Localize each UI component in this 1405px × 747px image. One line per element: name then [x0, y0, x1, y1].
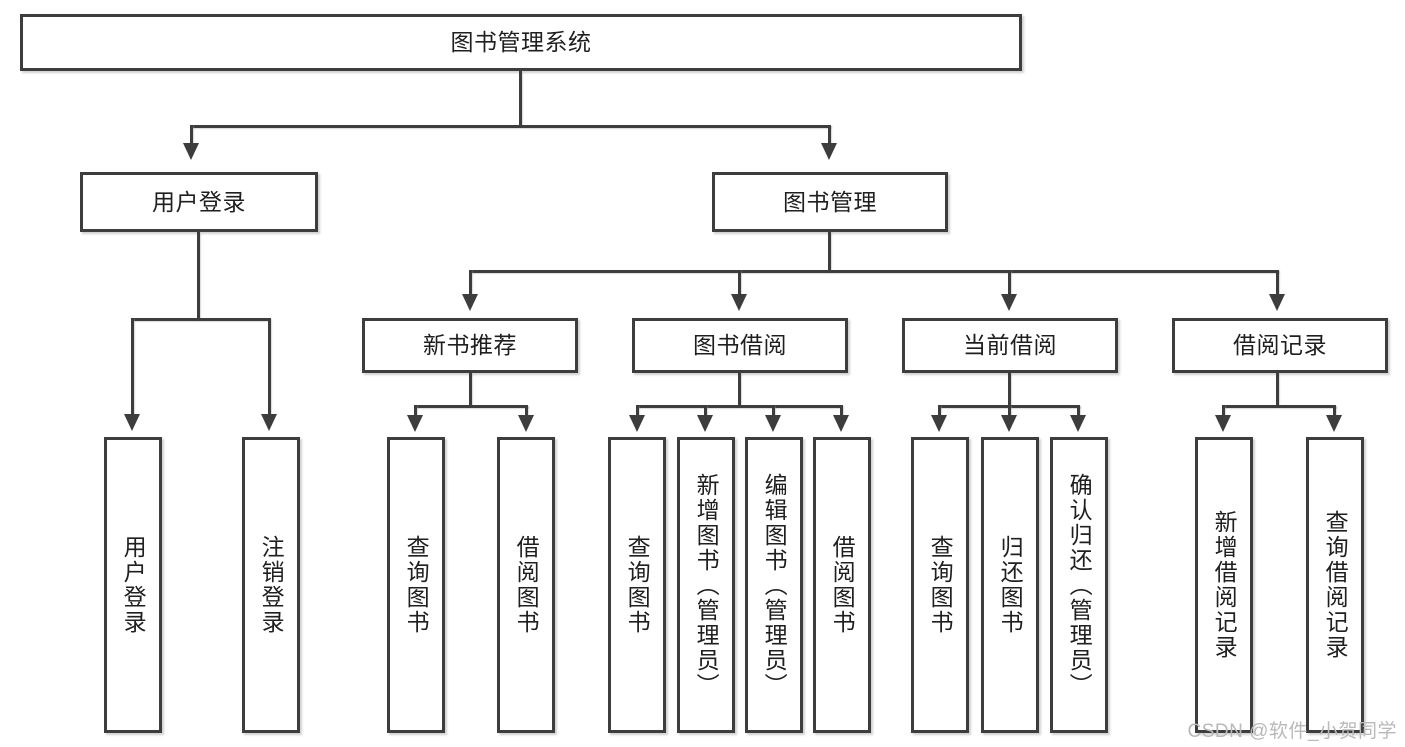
node-label: 借阅图书: [829, 535, 856, 635]
node-label: 图书借阅: [693, 332, 787, 359]
connector-newbook-drop-1: [525, 405, 528, 417]
arrowhead-leaf-return-book: [1001, 415, 1017, 432]
connector-currentborrow-stem: [1008, 373, 1011, 407]
arrowhead-book-manage: [821, 143, 837, 160]
connector-root-stem: [519, 71, 522, 127]
node-label: 新书推荐: [423, 332, 517, 359]
node-label: 当前借阅: [963, 332, 1057, 359]
connector-newbook-drop-0: [414, 405, 417, 417]
node-new-book-recommend[interactable]: 新书推荐: [362, 318, 578, 373]
leaf-add-borrow-record[interactable]: 新增借阅记录: [1195, 437, 1253, 733]
arrowhead-current-borrow: [1001, 294, 1017, 311]
arrowhead-leaf-user-login: [124, 414, 140, 431]
connector-bookborrow-drop-2: [772, 405, 775, 417]
connector-borrowrecord-stem: [1276, 373, 1279, 407]
connector-bookborrow-drop-1: [704, 405, 707, 417]
connector-root-bar: [190, 125, 831, 128]
connector-l3-drop-3: [1276, 270, 1279, 296]
arrowhead-leaf-query-book-3: [931, 415, 947, 432]
node-label: 图书管理: [783, 188, 877, 215]
node-label: 查询借阅记录: [1322, 510, 1349, 660]
connector-userlogin-drop-1: [268, 318, 271, 416]
connector-l3-drop-0: [469, 270, 472, 296]
node-label: 确认归还（管理员）: [1066, 472, 1093, 698]
leaf-user-login[interactable]: 用户登录: [104, 437, 162, 733]
node-label: 借阅记录: [1233, 332, 1327, 359]
connector-bookborrow-drop-0: [636, 405, 639, 417]
connector-userlogin-stem: [197, 232, 200, 320]
arrowhead-new-book: [462, 294, 478, 311]
connector-bookborrow-stem: [738, 373, 741, 407]
node-label: 图书管理系统: [450, 29, 592, 56]
connector-newbook-bar: [414, 405, 528, 408]
node-label: 归还图书: [997, 535, 1024, 635]
arrowhead-leaf-borrow-book-1: [518, 415, 534, 432]
node-label: 新增图书（管理员）: [693, 472, 720, 698]
connector-l3-drop-1: [738, 270, 741, 296]
node-current-borrow[interactable]: 当前借阅: [902, 318, 1118, 373]
leaf-borrow-book-newbook[interactable]: 借阅图书: [497, 437, 555, 733]
arrowhead-leaf-query-record: [1326, 415, 1342, 432]
node-label: 用户登录: [120, 535, 147, 635]
node-borrow-record[interactable]: 借阅记录: [1172, 318, 1388, 373]
connector-currentborrow-drop-1: [1008, 405, 1011, 417]
node-book-borrow[interactable]: 图书借阅: [632, 318, 848, 373]
connector-bookborrow-bar: [636, 405, 842, 408]
connector-bookmanage-bar: [469, 270, 1279, 273]
leaf-logout[interactable]: 注销登录: [242, 437, 300, 733]
leaf-edit-book-admin[interactable]: 编辑图书（管理员）: [745, 437, 803, 733]
arrowhead-user-login: [183, 143, 199, 160]
leaf-query-book-current[interactable]: 查询图书: [911, 437, 969, 733]
leaf-add-book-admin[interactable]: 新增图书（管理员）: [677, 437, 735, 733]
node-label: 用户登录: [152, 188, 246, 215]
node-label: 借阅图书: [513, 535, 540, 635]
connector-root-drop-left: [190, 125, 193, 145]
arrowhead-book-borrow: [731, 294, 747, 311]
arrowhead-leaf-logout: [261, 414, 277, 431]
arrowhead-leaf-add-book: [697, 415, 713, 432]
arrowhead-leaf-confirm-return: [1070, 415, 1086, 432]
node-label: 查询图书: [927, 535, 954, 635]
connector-root-drop-right: [828, 125, 831, 145]
arrowhead-leaf-query-book-2: [629, 415, 645, 432]
connector-borrowrecord-drop-0: [1222, 405, 1225, 417]
connector-bookborrow-drop-3: [840, 405, 843, 417]
connector-newbook-stem: [469, 373, 472, 407]
connector-userlogin-drop-0: [131, 318, 134, 416]
connector-l3-drop-2: [1008, 270, 1011, 296]
leaf-query-book-borrow[interactable]: 查询图书: [608, 437, 666, 733]
leaf-query-book-newbook[interactable]: 查询图书: [387, 437, 445, 733]
arrowhead-leaf-edit-book: [765, 415, 781, 432]
node-user-login[interactable]: 用户登录: [80, 172, 318, 232]
leaf-return-book[interactable]: 归还图书: [981, 437, 1039, 733]
leaf-query-borrow-record[interactable]: 查询借阅记录: [1306, 437, 1364, 733]
arrowhead-leaf-query-book-1: [407, 415, 423, 432]
leaf-confirm-return-admin[interactable]: 确认归还（管理员）: [1050, 437, 1108, 733]
node-label: 编辑图书（管理员）: [761, 472, 788, 698]
connector-borrowrecord-bar: [1222, 405, 1336, 408]
arrowhead-leaf-borrow-book-2: [833, 415, 849, 432]
connector-currentborrow-drop-0: [938, 405, 941, 417]
node-label: 注销登录: [258, 535, 285, 635]
leaf-borrow-book-borrow[interactable]: 借阅图书: [813, 437, 871, 733]
csdn-watermark: CSDN @软件_小贺同学: [1187, 721, 1397, 742]
node-label: 查询图书: [624, 535, 651, 635]
connector-borrowrecord-drop-1: [1333, 405, 1336, 417]
node-book-management[interactable]: 图书管理: [712, 172, 948, 232]
node-label: 新增借阅记录: [1211, 510, 1238, 660]
connector-bookmanage-stem: [828, 232, 831, 272]
connector-userlogin-bar: [131, 318, 270, 321]
node-label: 查询图书: [403, 535, 430, 635]
node-root-system[interactable]: 图书管理系统: [20, 14, 1022, 71]
connector-currentborrow-drop-2: [1077, 405, 1080, 417]
arrowhead-borrow-record: [1269, 294, 1285, 311]
arrowhead-leaf-add-record: [1215, 415, 1231, 432]
